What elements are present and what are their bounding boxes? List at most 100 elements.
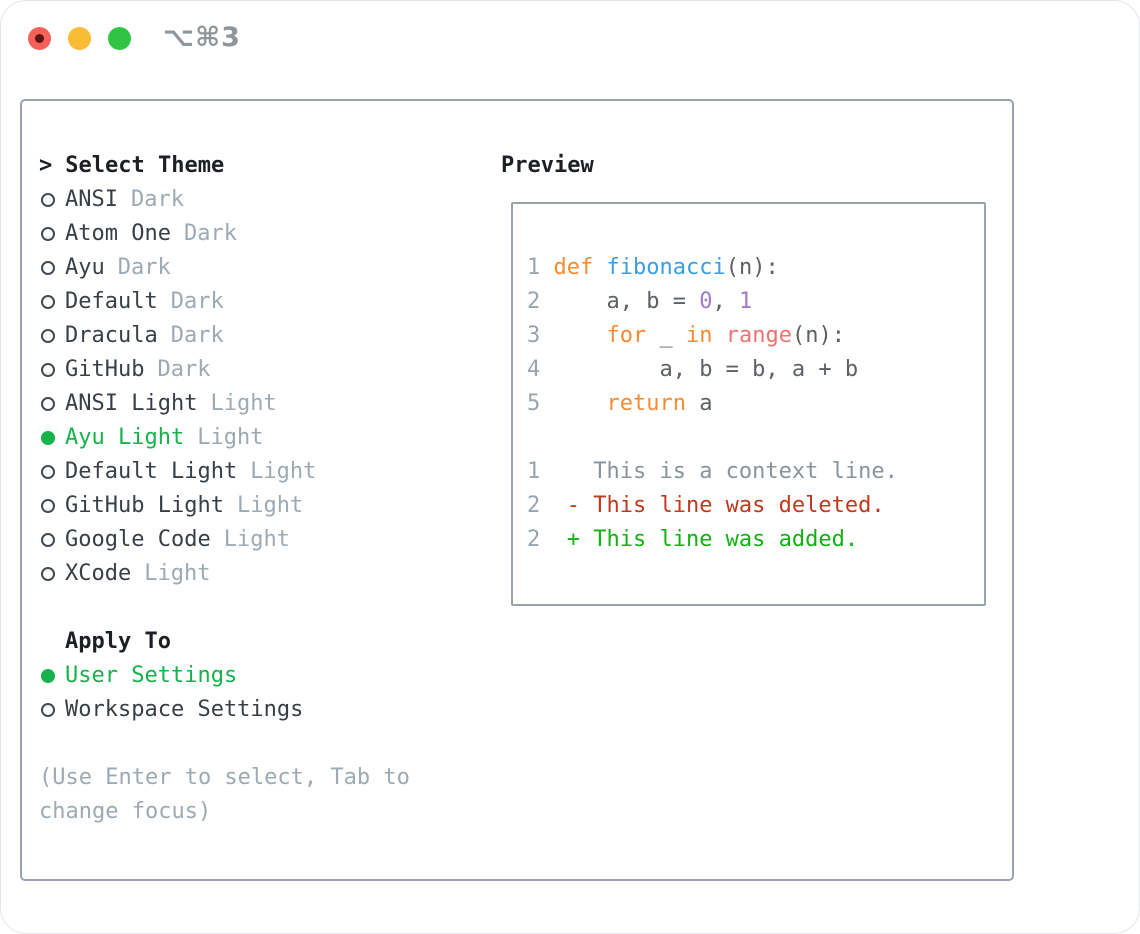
- theme-label: Ayu: [65, 255, 105, 280]
- focus-prompt-icon: >: [39, 153, 53, 178]
- code-token: _: [646, 323, 686, 348]
- theme-label: GitHub Light: [65, 493, 224, 518]
- code-token: 0: [699, 289, 713, 314]
- theme-variant-tag: Light: [197, 425, 264, 450]
- code-token: [712, 323, 725, 348]
- line-number: 1: [527, 459, 541, 484]
- theme-variant-tag: Dark: [170, 323, 224, 348]
- minimize-button[interactable]: [68, 27, 91, 50]
- code-token: for: [606, 323, 647, 348]
- line-number: 2: [527, 289, 541, 314]
- theme-option-github[interactable]: GitHub Dark: [39, 353, 489, 387]
- theme-option-ansi-light[interactable]: ANSI Light Light: [39, 387, 489, 421]
- theme-option-default-light[interactable]: Default Light Light: [39, 455, 489, 489]
- code-line: 2 + This line was added.: [527, 523, 984, 557]
- preview-title: Preview: [501, 153, 594, 178]
- spacer: [39, 591, 489, 625]
- code-token: range: [725, 323, 792, 348]
- theme-variant-tag: Light: [223, 527, 290, 552]
- radio-circle-icon: [41, 295, 55, 309]
- code-token: [593, 255, 606, 280]
- code-token: (n):: [791, 323, 845, 348]
- code-token: (n):: [725, 255, 779, 280]
- radio-circle-icon: [41, 363, 55, 377]
- code-line: 1 This is a context line.: [527, 455, 984, 489]
- theme-label: Atom One: [65, 221, 171, 246]
- theme-label: Google Code: [65, 527, 211, 552]
- close-button[interactable]: [28, 27, 51, 50]
- theme-variant-tag: Dark: [130, 187, 184, 212]
- code-line: 3 for _ in range(n):: [527, 319, 984, 353]
- theme-variant-tag: Dark: [170, 289, 224, 314]
- code-token: + This line was added.: [540, 527, 859, 552]
- radio-selected-icon: [41, 669, 55, 683]
- code-token: return: [606, 391, 686, 416]
- theme-variant-tag: Light: [144, 561, 211, 586]
- code-token: fibonacci: [606, 255, 726, 280]
- code-token: [540, 391, 606, 416]
- code-token: a: [685, 391, 713, 416]
- theme-option-ayu-light[interactable]: Ayu Light Light: [39, 421, 489, 455]
- apply-target-option-workspace-settings[interactable]: Workspace Settings: [39, 693, 489, 727]
- code-token: [540, 323, 606, 348]
- line-number: 1: [527, 255, 541, 280]
- radio-circle-icon: [41, 227, 55, 241]
- theme-option-xcode[interactable]: XCode Light: [39, 557, 489, 591]
- theme-label: GitHub: [65, 357, 145, 382]
- code-line: 2 - This line was deleted.: [527, 489, 984, 523]
- theme-label: Ayu Light: [65, 425, 185, 450]
- code-token: a, b =: [540, 289, 700, 314]
- theme-variant-tag: Dark: [157, 357, 211, 382]
- line-number: 3: [527, 323, 541, 348]
- select-theme-header: >Select Theme: [39, 149, 489, 183]
- radio-circle-icon: [41, 533, 55, 547]
- radio-circle-icon: [41, 567, 55, 581]
- theme-label: XCode: [65, 561, 132, 586]
- radio-circle-icon: [41, 261, 55, 275]
- zoom-button[interactable]: [108, 27, 131, 50]
- theme-label: ANSI Light: [65, 391, 198, 416]
- radio-circle-icon: [41, 499, 55, 513]
- line-number: 5: [527, 391, 541, 416]
- code-token: ,: [712, 289, 739, 314]
- radio-circle-icon: [41, 329, 55, 343]
- theme-label: Dracula: [65, 323, 158, 348]
- theme-variant-tag: Light: [210, 391, 277, 416]
- code-token: 1: [738, 289, 753, 314]
- code-line: 5 return a: [527, 387, 984, 421]
- radio-circle-icon: [41, 193, 55, 207]
- radio-circle-icon: [41, 703, 55, 717]
- theme-variant-tag: Light: [250, 459, 317, 484]
- theme-option-github-light[interactable]: GitHub Light Light: [39, 489, 489, 523]
- code-line: [527, 421, 984, 455]
- theme-option-dracula[interactable]: Dracula Dark: [39, 319, 489, 353]
- code-token: in: [685, 323, 713, 348]
- code-line: 1 def fibonacci(n):: [527, 251, 984, 285]
- help-text-line: (Use Enter to select, Tab to: [39, 765, 410, 790]
- code-token: def: [553, 255, 594, 280]
- spacer: [39, 727, 489, 761]
- apply-target-option-user-settings[interactable]: User Settings: [39, 659, 489, 693]
- theme-label: Default Light: [65, 459, 238, 484]
- radio-circle-icon: [41, 465, 55, 479]
- code-line: 2 a, b = 0, 1: [527, 285, 984, 319]
- apply-target-label: Workspace Settings: [65, 697, 304, 722]
- close-dot-icon: [35, 34, 44, 43]
- code-token: a, b = b, a + b: [540, 357, 859, 382]
- theme-option-google-code[interactable]: Google Code Light: [39, 523, 489, 557]
- code-token: [540, 255, 553, 280]
- apply-to-header: Apply To: [65, 629, 171, 654]
- theme-variant-tag: Light: [236, 493, 304, 518]
- apply-target-label: User Settings: [65, 663, 238, 688]
- line-number: 4: [527, 357, 541, 382]
